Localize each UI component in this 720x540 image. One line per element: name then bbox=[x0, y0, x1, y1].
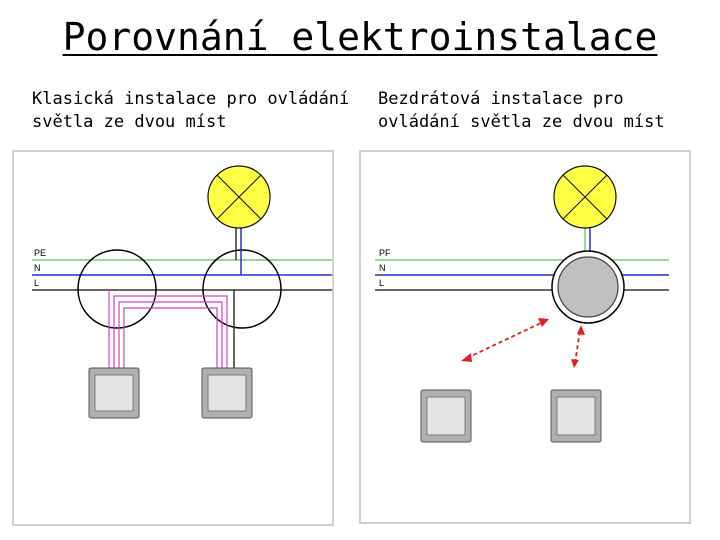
right-panel-caption: Bezdrátová instalace pro ovládání světla… bbox=[378, 89, 665, 132]
wireless-receiver-icon bbox=[557, 256, 619, 318]
junction-box-2 bbox=[202, 249, 282, 329]
lamp-icon bbox=[553, 165, 617, 229]
n-wire-label: N bbox=[34, 263, 41, 273]
wireless-switch-1-icon bbox=[420, 389, 472, 443]
traveller-wires bbox=[108, 290, 228, 368]
wireless-switch-2-icon bbox=[550, 389, 602, 443]
n-wire-label: N bbox=[379, 263, 386, 273]
l-wire-label: L bbox=[379, 278, 384, 288]
classic-installation-diagram: PE N L bbox=[12, 150, 334, 526]
panel-frame bbox=[12, 150, 334, 526]
wireless-signal-arrows bbox=[466, 321, 581, 364]
switch-1-icon bbox=[88, 367, 140, 419]
page-title: Porovnání elektroinstalace bbox=[62, 15, 658, 59]
left-panel-caption: Klasická instalace pro ovládání světla z… bbox=[32, 89, 350, 132]
panel-frame bbox=[359, 150, 691, 524]
switch-2-icon bbox=[201, 367, 253, 419]
l-wire-label: L bbox=[34, 278, 39, 288]
junction-box-1 bbox=[77, 249, 157, 329]
wireless-installation-diagram: PF N L bbox=[359, 150, 691, 524]
lamp-icon bbox=[207, 165, 271, 229]
signal-arrow-switch-1 bbox=[466, 321, 544, 359]
signal-arrow-switch-2 bbox=[574, 329, 581, 364]
pe-wire-label: PE bbox=[34, 248, 46, 258]
pe-wire-label: PF bbox=[379, 248, 391, 258]
arrowheads bbox=[461, 318, 585, 368]
